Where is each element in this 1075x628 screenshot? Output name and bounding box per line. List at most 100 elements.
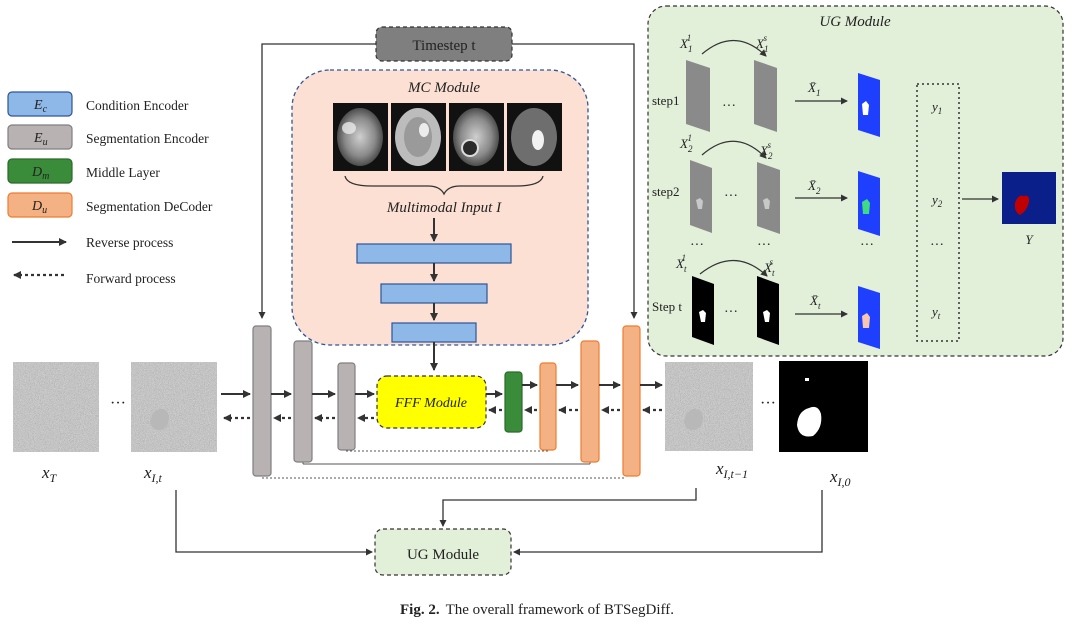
ug-step-t: Xt1 Xts Step t ··· X̄t — [652, 253, 880, 349]
step-label: Step t — [652, 299, 682, 314]
xs-sub: 2 — [768, 151, 773, 161]
legend-condition-encoder: Ec Condition Encoder — [7, 91, 189, 117]
image-symbol: x — [715, 459, 724, 478]
x1-sub: 2 — [688, 144, 693, 154]
final-output-y: Y — [1002, 172, 1056, 247]
output-label: Y — [1025, 232, 1034, 247]
timestep-connectors — [258, 43, 638, 319]
x1-symbol: X — [679, 136, 689, 151]
timestep-box: Timestep t — [375, 26, 513, 62]
x1-symbol: X — [679, 36, 689, 51]
dots: ··· — [724, 189, 738, 204]
mri-image-t1ce — [449, 103, 504, 171]
svg-text:X21: X21 — [679, 133, 693, 154]
image-symbol: x — [143, 463, 152, 482]
fff-module-label: FFF Module — [394, 396, 467, 411]
legend-label: Segmentation DeCoder — [86, 199, 213, 214]
svg-text:Ec: Ec — [33, 98, 48, 115]
image-xT: xT — [13, 362, 99, 485]
xbar-sub: t — [818, 301, 821, 311]
dots: ··· — [930, 238, 944, 253]
svg-text:y2: y2 — [930, 192, 943, 209]
svg-text:y1: y1 — [930, 99, 942, 116]
legend-forward-label: Forward process — [86, 271, 176, 286]
seg-encoder-block-2 — [293, 340, 313, 463]
legend-symbol: D — [31, 199, 42, 214]
condition-encoder-block-3 — [391, 322, 477, 343]
xs-sup: s — [767, 140, 771, 150]
mri-image-t2 — [507, 103, 562, 171]
mri-image-t1 — [391, 103, 446, 171]
xs-sub: 1 — [764, 44, 769, 54]
step-label: step2 — [652, 184, 679, 199]
legend-forward-process: Forward process — [13, 271, 176, 286]
image-sub: T — [50, 471, 58, 485]
xs-symbol: X — [755, 36, 765, 51]
svg-text:X1s: X1s — [755, 33, 768, 54]
xbar-symbol: X̄ — [807, 80, 817, 95]
dots: ··· — [860, 238, 874, 253]
seg-decoder-block-1 — [539, 362, 557, 451]
x1-sub: 1 — [688, 44, 692, 54]
seg-encoder-block-1 — [252, 325, 272, 477]
mc-module: MC Module Multimodal Input I — [291, 69, 589, 371]
legend-sub: u — [42, 205, 47, 216]
legend: Ec Condition Encoder Eu Segmentation Enc… — [7, 91, 213, 286]
image-symbol: x — [829, 467, 838, 486]
ug-dots-row: ··· ··· ··· ··· — [690, 238, 944, 253]
svg-text:X̄t: X̄t — [809, 293, 821, 311]
dots: ··· — [690, 238, 704, 253]
legend-label: Condition Encoder — [86, 98, 189, 113]
legend-symbol: D — [31, 165, 42, 180]
y-sub: 2 — [938, 199, 943, 209]
timestep-label: Timestep t — [412, 38, 476, 54]
legend-reverse-process: Reverse process — [12, 235, 173, 250]
image-symbol: x — [41, 463, 50, 482]
ug-step-1: X11 X1s step1 ··· X̄1 — [652, 33, 880, 137]
xs-symbol: X — [759, 143, 769, 158]
dots: ··· — [722, 99, 736, 114]
legend-sub: m — [42, 171, 49, 182]
svg-text:xT: xT — [41, 463, 58, 485]
svg-text:X11: X11 — [679, 33, 692, 54]
legend-symbol: E — [33, 131, 43, 146]
condition-encoder-block-1 — [356, 243, 512, 264]
xs-sub: t — [772, 268, 775, 278]
xbar-sub: 1 — [816, 88, 821, 98]
ug-module-bottom-label: UG Module — [407, 547, 479, 563]
dots: ··· — [724, 305, 738, 320]
y-symbol: y — [930, 192, 938, 207]
fff-module — [376, 375, 487, 429]
legend-sub: c — [43, 104, 48, 115]
dots: ··· — [757, 238, 771, 253]
image-sub: I,0 — [837, 475, 851, 489]
ug-module-bottom: UG Module — [374, 528, 512, 576]
legend-symbol: E — [33, 98, 43, 113]
unet: FFF Module — [221, 325, 663, 479]
caption-label: Fig. 2. — [400, 602, 440, 618]
svg-text:X2s: X2s — [759, 140, 773, 161]
x1-sup: 1 — [687, 33, 692, 43]
image-sub: I,t−1 — [723, 467, 748, 481]
uncertainty-weights: y1 y2 yt — [916, 83, 960, 342]
ug-module-title: UG Module — [819, 14, 891, 30]
legend-sub: u — [43, 137, 48, 148]
y-symbol: y — [930, 304, 938, 319]
svg-text:Xt1: Xt1 — [675, 253, 687, 274]
image-xI0: xI,0 — [779, 361, 868, 489]
step-label: step1 — [652, 93, 679, 108]
svg-text:Xts: Xts — [763, 257, 775, 278]
svg-text:xI,0: xI,0 — [829, 467, 851, 489]
figure-caption: Fig. 2. The overall framework of BTSegDif… — [400, 602, 674, 618]
xs-sup: s — [763, 33, 767, 43]
seg-decoder-block-2 — [580, 340, 600, 463]
x1-symbol: X — [675, 256, 685, 271]
svg-text:xI,t−1: xI,t−1 — [715, 459, 748, 481]
seg-decoder-block-3 — [622, 325, 641, 477]
xbar-symbol: X̄ — [809, 293, 819, 308]
caption-text: The overall framework of BTSegDiff. — [446, 602, 674, 618]
ug-module-panel: UG Module X11 X1s step1 ··· X̄1 X21 X2s … — [647, 5, 1064, 357]
ug-step-2: X21 X2s step2 ··· X̄2 — [652, 133, 880, 236]
legend-segmentation-decoder: Du Segmentation DeCoder — [7, 192, 213, 218]
input-brace — [344, 175, 544, 196]
